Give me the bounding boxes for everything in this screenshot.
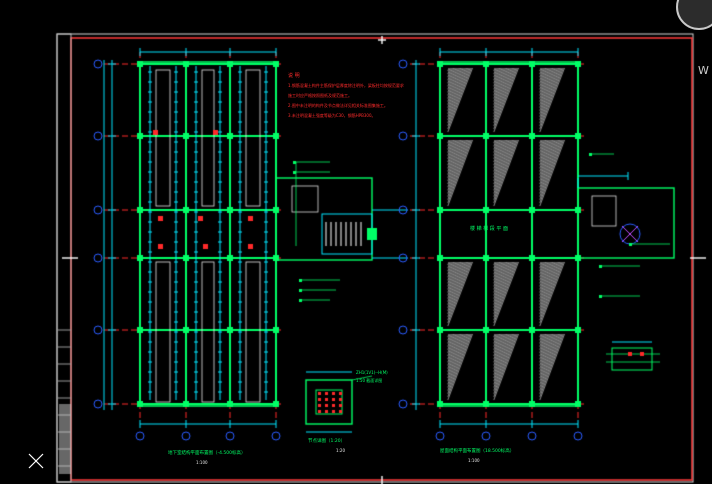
notes-line: 3.未注明混凝土强度等级为C30，钢筋HPB300。 bbox=[288, 113, 376, 118]
drawing-caption-title: 地下室结构平面布置图（-4.500标高） bbox=[168, 451, 246, 456]
detail-label: ZH1(1V1)--H(M) bbox=[356, 370, 388, 375]
drawing-caption-title: 节点详图（1:20） bbox=[308, 439, 346, 444]
close-x-icon[interactable] bbox=[27, 452, 45, 470]
drawing-caption-scale: 1:100 bbox=[468, 458, 480, 463]
detail-sub-label: 1:50 截面详图 bbox=[356, 378, 383, 383]
drawing-caption-title: 屋面结构平面布置图（18.500标高） bbox=[440, 449, 515, 454]
notes-heading: 说 明 bbox=[288, 73, 300, 79]
stair-plan-label: 楼 梯 梯 段 平 面 bbox=[470, 226, 508, 232]
drawing-caption-scale: 1:20 bbox=[336, 448, 345, 453]
notes-line: 2.图中未注明的构件及节点做法详见相关标准图集施工。 bbox=[288, 103, 388, 108]
drawing-caption-scale: 1:100 bbox=[196, 460, 208, 465]
viewcube-direction-label[interactable]: W bbox=[698, 64, 709, 77]
notes-line: 1.钢筋混凝土构件主筋保护层厚度除注明外，梁板柱均按规范要求 bbox=[288, 83, 404, 88]
notes-line: 施工时应严格按照图纸及规范施工。 bbox=[288, 93, 352, 98]
